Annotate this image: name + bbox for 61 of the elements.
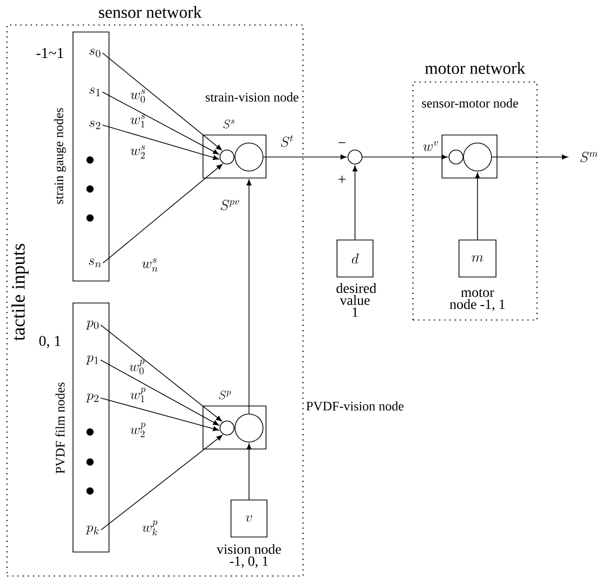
node-caption: desired value 1 bbox=[336, 283, 376, 317]
value-label: tactile inputs bbox=[11, 244, 29, 341]
input-box: $v$ bbox=[230, 500, 268, 538]
node-caption: motor node -1, 1 bbox=[450, 289, 505, 311]
value-label: -1~1 bbox=[36, 48, 64, 58]
input-symbol: $p_{1}$ bbox=[86, 355, 98, 364]
input-symbol: $p_{k}$ bbox=[86, 525, 99, 534]
circle bbox=[234, 142, 264, 172]
input-symbol: $s_{0}$ bbox=[89, 48, 100, 58]
edge-label: $w^{p}_{2}$ bbox=[130, 422, 146, 438]
arrow bbox=[100, 324, 222, 422]
input-symbol: $p_{2}$ bbox=[86, 393, 98, 402]
arrow bbox=[102, 124, 219, 160]
arrow bbox=[102, 52, 222, 150]
node-label: $S^{p}$ bbox=[219, 390, 231, 400]
arrow bbox=[492, 154, 568, 160]
input-box: $m$ bbox=[458, 240, 496, 278]
edge-label: $S^{m}$ bbox=[580, 152, 598, 162]
edge-label: $w^{s}_{0}$ bbox=[130, 89, 145, 103]
circle bbox=[220, 150, 234, 164]
input-symbol: $s_{1}$ bbox=[89, 88, 100, 96]
input-symbol: $s_{n}$ bbox=[88, 258, 102, 268]
arrow bbox=[100, 434, 222, 530]
value-label: 0, 1 bbox=[39, 336, 60, 348]
circle bbox=[220, 420, 234, 436]
group-title: sensor network bbox=[99, 6, 202, 18]
arrow bbox=[246, 180, 252, 414]
arrow bbox=[102, 92, 219, 154]
edge-label: $w^{p}_{0}$ bbox=[129, 360, 144, 374]
node-label: strain-vision node bbox=[206, 92, 298, 102]
column-label: PVDF film nodes bbox=[55, 382, 65, 474]
sign-label: + bbox=[338, 176, 346, 183]
edge-label: $w^{s}_{n}$ bbox=[142, 258, 158, 272]
input-box: $d$ bbox=[336, 240, 374, 278]
node-label: sensor-motor node bbox=[422, 98, 518, 108]
input-symbol: $p_{0}$ bbox=[86, 320, 99, 330]
node-label: PVDF-vision node bbox=[306, 401, 404, 411]
sign-label: − bbox=[338, 142, 346, 144]
arrow bbox=[100, 398, 219, 432]
circle bbox=[463, 142, 492, 172]
edge-label: $w^{v}$ bbox=[423, 141, 438, 151]
edge-label: $w^{s}_{1}$ bbox=[130, 114, 145, 128]
arrow bbox=[246, 444, 252, 500]
column-label: strain gauge nodes bbox=[54, 108, 66, 204]
node-caption: vision node -1, 0, 1 bbox=[216, 544, 281, 568]
edge-label: $S^{t}$ bbox=[280, 135, 293, 147]
circle bbox=[448, 150, 464, 164]
input-symbol: $s_{2}$ bbox=[89, 120, 100, 130]
arrow bbox=[352, 166, 358, 240]
node-label: $S^{s}$ bbox=[223, 120, 234, 128]
arrow bbox=[102, 164, 222, 264]
arrow bbox=[263, 154, 346, 160]
circle bbox=[234, 414, 264, 442]
arrow bbox=[475, 172, 480, 240]
arrow bbox=[100, 360, 219, 426]
edge-label: $S^{pv}$ bbox=[220, 200, 240, 210]
arrow bbox=[362, 154, 448, 160]
group-title: motor network bbox=[425, 62, 526, 74]
edge-label: $w^{s}_{2}$ bbox=[130, 145, 145, 159]
edge-label: $w^{p}_{1}$ bbox=[130, 388, 146, 402]
edge-label: $w^{p}_{k}$ bbox=[142, 520, 158, 536]
